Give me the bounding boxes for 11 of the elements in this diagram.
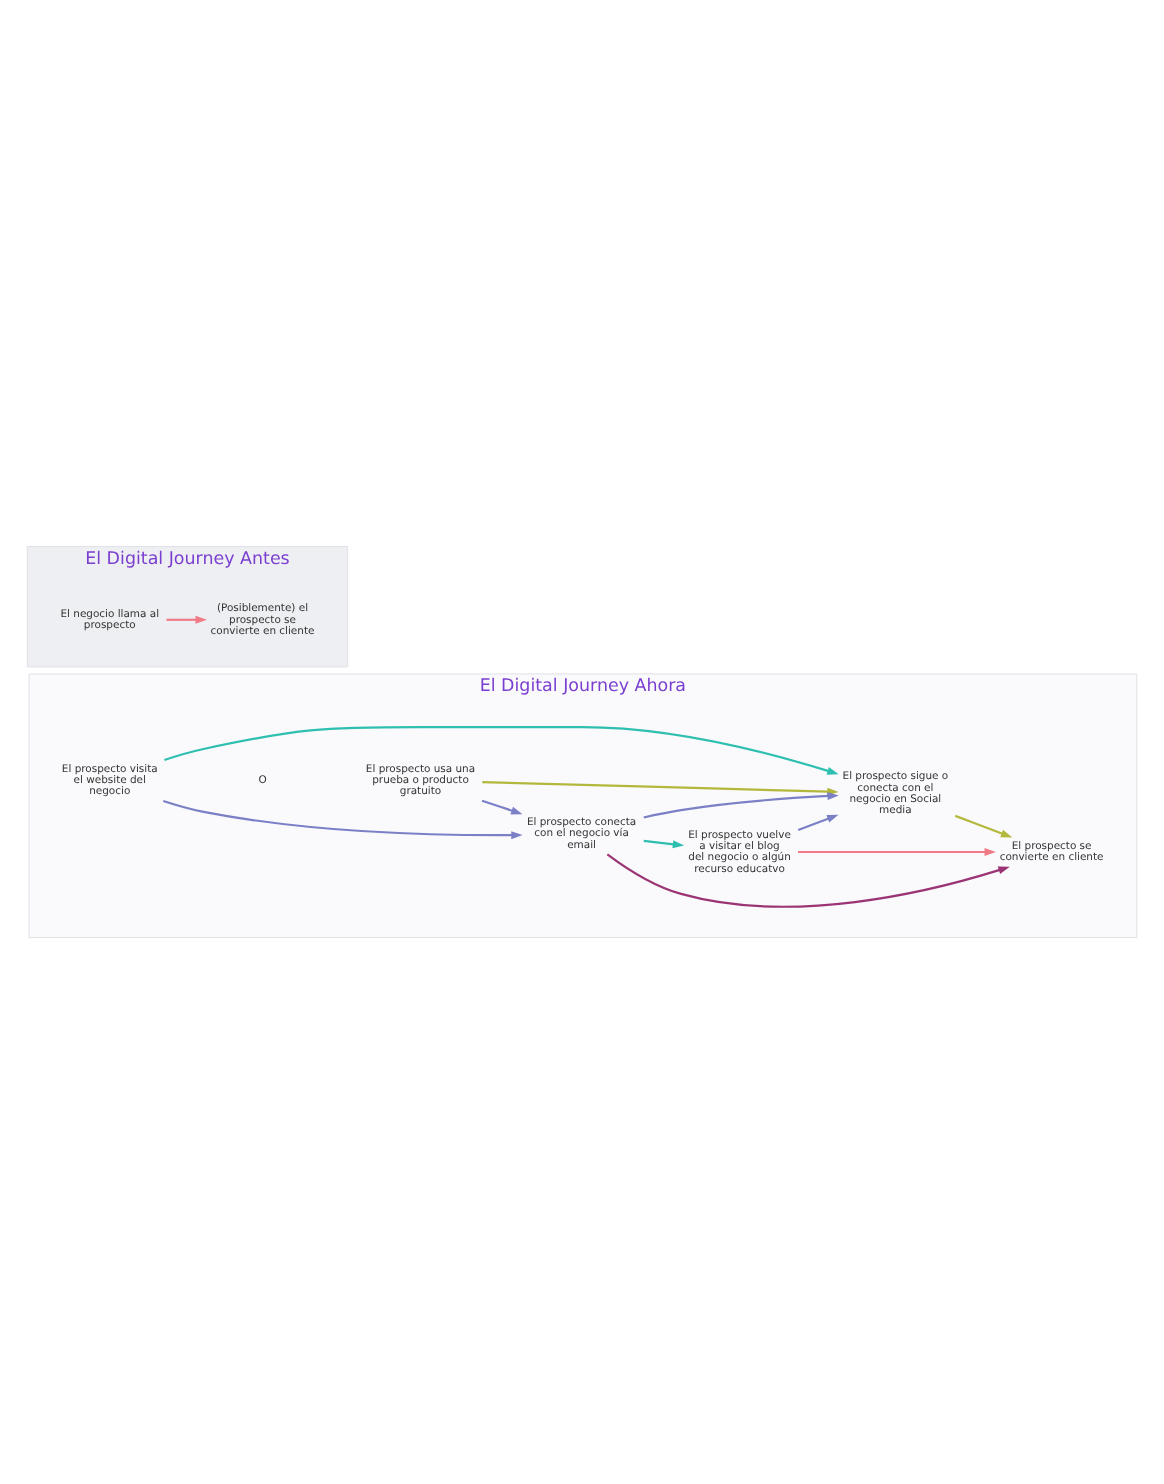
arrow [797,814,839,832]
arrow [954,814,1013,838]
arrow [643,792,839,819]
arrow [166,615,207,624]
arrow [164,726,839,775]
arrow [163,799,523,840]
arrow [606,853,1010,908]
arrow [482,781,839,796]
arrow [798,848,996,856]
arrow [481,799,523,815]
arrow [643,839,685,849]
